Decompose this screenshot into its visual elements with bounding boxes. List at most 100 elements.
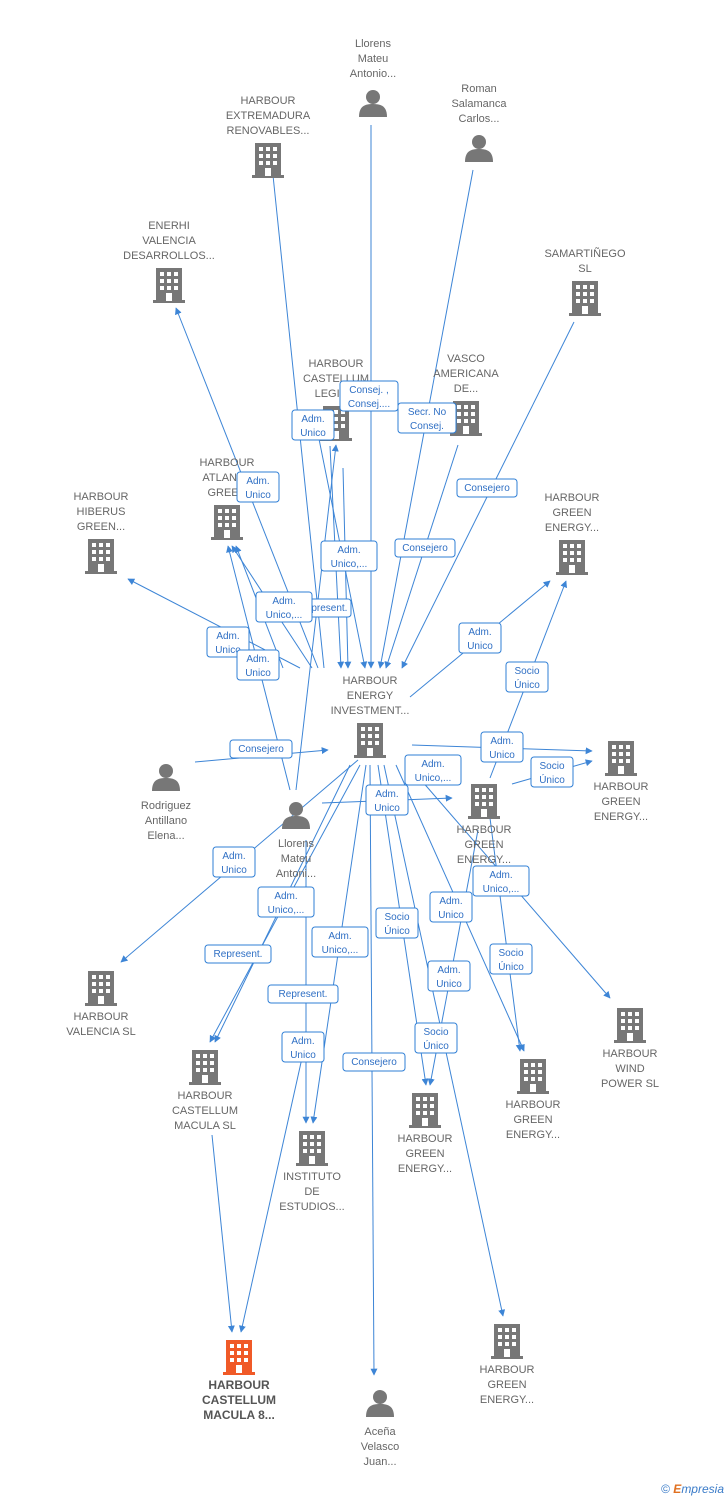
node-label-line: Antonio...	[350, 68, 396, 80]
node-label-line: MACULA 8...	[203, 1408, 275, 1422]
edge-label-l11[interactable]: Adm.Unico	[458, 622, 502, 654]
edge-label-box	[342, 1052, 406, 1072]
edge-label-text: Adm.	[468, 627, 491, 638]
building-icon	[614, 1008, 646, 1043]
node-label-line: DESARROLLOS...	[123, 250, 215, 262]
node-green_energy_b3[interactable]: HARBOURGREENENERGY...	[479, 1324, 535, 1406]
node-label-line: HARBOUR	[397, 1133, 452, 1145]
edge-label-text: Adm.	[216, 631, 239, 642]
node-llorens_mid[interactable]: LlorensMateuAntoni...	[276, 802, 316, 880]
edge-label-text: Socio	[384, 912, 409, 923]
building-icon	[556, 540, 588, 575]
node-extremadura[interactable]: HARBOUREXTREMADURARENOVABLES...	[226, 95, 311, 178]
edge-line	[211, 1134, 235, 1333]
edge-label-l28[interactable]: Adm.Unico	[427, 960, 471, 992]
node-label-line: Aceña	[364, 1426, 396, 1438]
edge-label-box	[236, 471, 280, 503]
node-vasco[interactable]: VASCOAMERICANADE...	[433, 353, 499, 436]
node-roman[interactable]: RomanSalamancaCarlos...	[451, 83, 507, 162]
edge-label-text: Unico	[489, 750, 515, 761]
edge-label-text: Consejero	[351, 1057, 397, 1068]
building-icon	[85, 539, 117, 574]
node-label-line: VASCO	[447, 353, 485, 365]
brand-name: mpresia	[681, 1482, 724, 1496]
node-label-line: ENERGY...	[545, 522, 599, 534]
node-label-line: Juan...	[363, 1456, 396, 1468]
edge-label-box	[505, 661, 549, 693]
node-label-line: VALENCIA	[142, 235, 196, 247]
edge-label-l12[interactable]: Adm.Unico	[236, 649, 280, 681]
building-icon	[517, 1059, 549, 1094]
edge-label-l15[interactable]: Adm.Unico	[480, 731, 524, 763]
building-icon	[252, 143, 284, 178]
edge-label-l4[interactable]: Adm.Unico	[236, 471, 280, 503]
node-hiberus[interactable]: HARBOURHIBERUSGREEN...	[73, 491, 129, 574]
edge-label-box	[530, 756, 574, 788]
edge-label-text: Unico	[438, 910, 464, 921]
edge-label-l6[interactable]: Adm.Unico,...	[320, 540, 378, 572]
edge-label-l14[interactable]: Consejero	[229, 739, 293, 759]
edge-label-box	[236, 649, 280, 681]
edge-label-text: Consejero	[402, 543, 448, 554]
edge-label-l29[interactable]: Adm.Unico	[281, 1031, 325, 1063]
node-green_energy_r1[interactable]: HARBOURGREENENERGY...	[544, 492, 600, 575]
edge-label-l21[interactable]: Adm.Unico,...	[472, 865, 530, 897]
node-main[interactable]: HARBOURENERGYINVESTMENT...	[331, 675, 410, 758]
edge-label-l10[interactable]: Adm.Unico	[206, 626, 250, 658]
edge-label-l5[interactable]: Consejero	[456, 478, 518, 498]
building-icon	[468, 784, 500, 819]
node-label-line: Antoni...	[276, 868, 316, 880]
node-llorens_top[interactable]: LlorensMateuAntonio...	[350, 38, 396, 117]
edge-label-l18[interactable]: Adm.Unico	[365, 784, 409, 816]
edge-label-box	[204, 944, 272, 964]
edge-label-text: Adm.	[437, 965, 460, 976]
edge-label-l25[interactable]: Represent.	[204, 944, 272, 964]
edge-label-l1[interactable]: Consej. ,Consej....	[339, 380, 399, 412]
edge-label-box	[311, 926, 369, 958]
edge-label-l2[interactable]: Adm.Unico	[291, 409, 335, 441]
edge-label-l9[interactable]: Adm.Unico,...	[255, 591, 313, 623]
node-green_energy_b1[interactable]: HARBOURGREENENERGY...	[397, 1093, 453, 1175]
edge-label-l19[interactable]: Adm.Unico	[212, 846, 256, 878]
edge-label-l27[interactable]: Represent.	[267, 984, 339, 1004]
node-label-line: MACULA SL	[174, 1120, 236, 1132]
node-acena[interactable]: AceñaVelascoJuan...	[361, 1390, 400, 1468]
edge-label-l23[interactable]: Adm.Unico,...	[311, 926, 369, 958]
node-enerhi[interactable]: ENERHIVALENCIADESARROLLOS...	[123, 220, 215, 303]
node-label-line: Antillano	[145, 815, 187, 827]
edge-label-text: Adm.	[246, 476, 269, 487]
node-label-line: GREEN	[601, 796, 640, 808]
node-label-line: Velasco	[361, 1441, 400, 1453]
edge-label-text: Secr. No	[408, 407, 447, 418]
edge-label-l30[interactable]: Consejero	[342, 1052, 406, 1072]
edge-label-l20[interactable]: Adm.Unico,...	[257, 886, 315, 918]
node-instituto[interactable]: INSTITUTODEESTUDIOS...	[279, 1131, 345, 1213]
building-icon	[189, 1050, 221, 1085]
edge-label-l16[interactable]: Adm.Unico,...	[404, 754, 462, 786]
footer-brand[interactable]: © Empresia	[661, 1482, 724, 1496]
node-rodriguez[interactable]: RodriguezAntillanoElena...	[141, 764, 191, 842]
node-green_energy_r2[interactable]: HARBOURGREENENERGY...	[593, 741, 649, 823]
node-label-line: DE	[304, 1186, 319, 1198]
node-green_energy_b2[interactable]: HARBOURGREENENERGY...	[505, 1059, 561, 1141]
edge-label-box	[429, 891, 473, 923]
node-label-line: HARBOUR	[456, 824, 511, 836]
node-label-line: Mateu	[281, 853, 312, 865]
edge-label-text: Unico,...	[331, 559, 368, 570]
edge-label-l22[interactable]: Adm.Unico	[429, 891, 473, 923]
node-green_energy_mid[interactable]: HARBOURGREENENERGY...	[456, 784, 512, 866]
edge-label-text: Unico,...	[322, 945, 359, 956]
edge-label-l7[interactable]: Consejero	[394, 538, 456, 558]
